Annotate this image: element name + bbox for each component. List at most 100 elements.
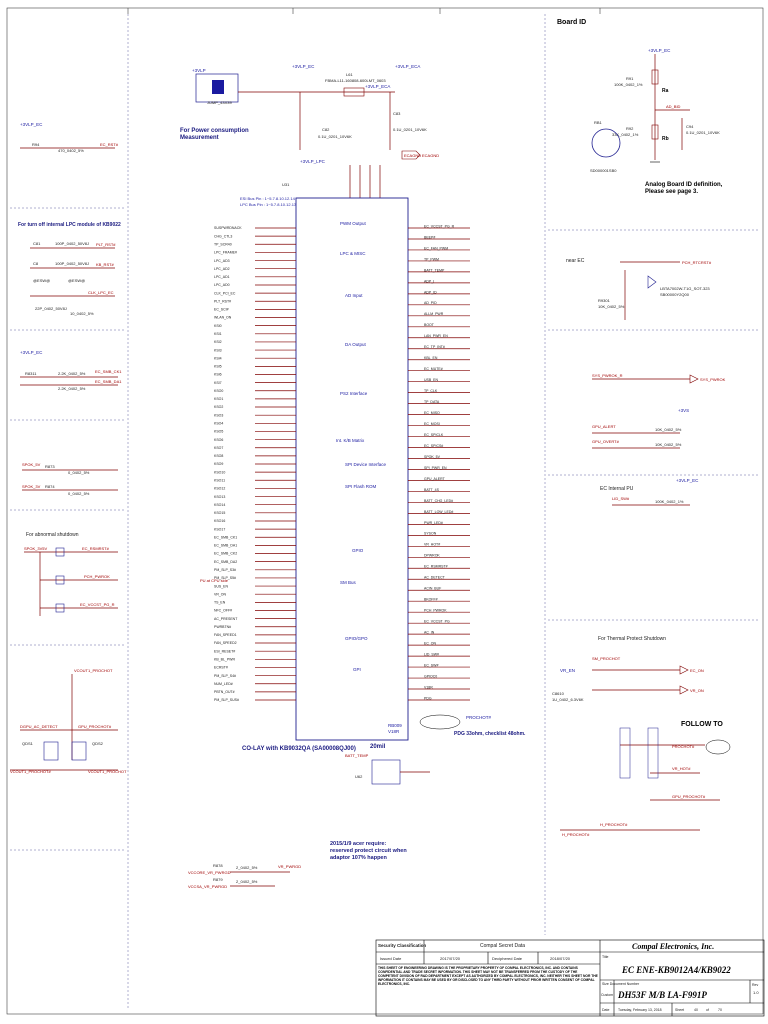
ic-left-pin-label: TS_EN <box>214 601 226 605</box>
ec-internal-note: EC Internal PU <box>600 486 634 492</box>
lpc-note: For turn off internal LPC module of KB90… <box>18 222 121 228</box>
ic-left-pin-label: LPC_AD3 <box>214 259 230 263</box>
svg-text:R8311: R8311 <box>25 371 37 376</box>
tb-company: Compal Electronics, Inc. <box>632 942 714 951</box>
svg-text:100K_0402_1%: 100K_0402_1% <box>655 499 684 504</box>
ic-right-pin-label: TP_DATA <box>424 400 440 404</box>
ic-right-pin-label: AC_IN <box>424 631 435 635</box>
tb-deciphered: 2018/07/20 <box>550 956 571 961</box>
tb-doc: DH53F M/B LA-F991P <box>617 990 707 1000</box>
ic-left-pin-label: KSO15 <box>214 511 225 515</box>
svg-text:C83: C83 <box>393 111 401 116</box>
prochot-label: PROCHOT# <box>672 744 695 749</box>
dgpu-ac-detect-label: DGPU_AC_DETECT <box>20 724 58 729</box>
near-ec-note: near EC <box>566 258 585 264</box>
vcout1-prochot-label: VCOUT1_PROCHOT# <box>10 769 51 774</box>
ic-left-pin-label: KSI7 <box>214 381 222 385</box>
svg-text:10K_0402_5%: 10K_0402_5% <box>598 304 625 309</box>
block-spi-flash: SPI Flash ROM <box>345 484 377 489</box>
mil-note: 20mil <box>370 744 386 750</box>
svg-text:R874: R874 <box>45 484 55 489</box>
ic-right-pin-label: SPOK_5V <box>424 455 441 459</box>
ic-right-pin-label: TP_PWM <box>424 257 439 261</box>
ic-left-pin-label: KSI4 <box>214 356 222 360</box>
resistor-ra <box>651 69 659 85</box>
block-ad-input: AD Input <box>345 293 363 298</box>
clk-lpc-label: CLK_LPC_EC <box>88 290 114 295</box>
svg-text:470_0402_5%: 470_0402_5% <box>58 148 84 153</box>
ic-left-pin-label: NFC_OFF# <box>214 609 232 613</box>
svg-text:R94: R94 <box>32 142 40 147</box>
ic-left-pin-label: EC_SMB_CK2 <box>214 552 237 556</box>
tb-sheet: 40 <box>694 1008 698 1012</box>
ic-left-pin-label: KSO0 <box>214 389 223 393</box>
block-gpi: GPI <box>353 667 361 672</box>
ic-right-pin-label: LAN_PWR_EN <box>424 334 448 338</box>
block-gpio-gpo: GPIO/GPO <box>345 636 368 641</box>
rb-label: Rb <box>662 136 669 142</box>
svg-text:+3VS: +3VS <box>678 408 689 413</box>
svg-text:KB_RST#: KB_RST# <box>96 262 115 267</box>
c94-value: 0.1U_0201_10V6K <box>686 130 720 135</box>
ic-right-pin-label: EC_SPICS# <box>424 444 443 448</box>
svg-text:RB1: RB1 <box>594 120 603 125</box>
ic-left-pin-label: SUSPWRDNACK <box>214 226 242 230</box>
ic-left-pin-label: FAN_SPEED2 <box>214 641 237 645</box>
ec-smb-da1-label: EC_SMB_DA1 <box>95 379 122 384</box>
svg-text:VCOUT1_PROCHOT: VCOUT1_PROCHOT <box>88 769 127 774</box>
ic-left-pin-label: PM_SLP_S3# <box>214 568 236 572</box>
h-prochot-label: H_PROCHOT# <box>562 832 590 837</box>
ic-left-pin-label: KSO7 <box>214 446 223 450</box>
ec-on-label: EC_ON <box>690 668 704 673</box>
ic-right-pin-label: EC_RSMRST# <box>424 565 448 569</box>
ic-right-pin-label: BATT_4S <box>424 488 440 492</box>
co-lay-note: CO-LAY with KB9032QA (SA00008QJ00) <box>242 746 356 752</box>
ic-left-pin-label: KSI1 <box>214 332 222 336</box>
svg-text:10K_0402_5%: 10K_0402_5% <box>655 427 682 432</box>
board-id-title: Board ID <box>557 19 586 26</box>
vr-hot-label: VR_HOT# <box>672 766 691 771</box>
svg-text:C8: C8 <box>33 261 39 266</box>
ic-right-pin-label: BATT_TEMP <box>424 268 445 272</box>
ic-left-pin-label: KSO6 <box>214 438 223 442</box>
sys-pwrok-label: SYS_PWROK <box>700 377 726 382</box>
svg-text:VR_EN: VR_EN <box>560 668 575 673</box>
svg-text:ECAGND: ECAGND <box>422 153 439 158</box>
ic-right-pin-label: BATT_CHG_LED# <box>424 499 453 503</box>
svg-text:0_0402_5%: 0_0402_5% <box>68 470 90 475</box>
svg-text:QDS2: QDS2 <box>92 741 104 746</box>
ic-left-pin-label: KSO12 <box>214 487 225 491</box>
ic-right-pin-label: GPIOC0 <box>424 674 437 678</box>
ic-right-pin-label: USB_EN <box>424 378 438 382</box>
ic-left-pin-label: KSO2 <box>214 405 223 409</box>
ic-right-pin-label: LID_SW# <box>424 652 439 656</box>
ic-right-pin-label: ACIN_BUF <box>424 587 441 591</box>
ic-right-pin-label: PWR_LED# <box>424 521 443 525</box>
tb-date-label: Date <box>602 1008 609 1012</box>
svg-text:2.2K_0402_5%: 2.2K_0402_5% <box>58 371 86 376</box>
ic-left-pin-label: PM_SLP_S4# <box>214 674 236 678</box>
svg-text:C81: C81 <box>33 241 41 246</box>
cpu-side-note: PU at CPU side <box>200 578 229 583</box>
ic-left-pin-label: LPC_AD1 <box>214 275 230 279</box>
ic-left-pins: SUSPWRDNACKCHG_CTL3TP_SCR40LPC_FRAME#LPC… <box>214 226 296 702</box>
svg-text:U62: U62 <box>355 774 363 779</box>
ec-rsmrst-label: EC_RSMRST# <box>82 546 110 551</box>
ic-left-pin-label: KSO13 <box>214 495 225 499</box>
tb-disclaimer: THIS SHEET OF ENGINEERING DRAWING IS THE… <box>378 966 598 986</box>
ic-right-pin-label: EC_MOSI <box>424 422 440 426</box>
pch-rtcrst-label: PCH_RTCRST# <box>682 260 712 265</box>
ic-left-pin-label: PM_SLP_SUS# <box>214 698 239 702</box>
svg-text:1U_0402_6.3V6K: 1U_0402_6.3V6K <box>552 697 584 702</box>
ec-smb-ck1-label: EC_SMB_CK1 <box>95 369 122 374</box>
svg-text:2_0402_5%: 2_0402_5% <box>236 879 258 884</box>
ec-rst-label: EC_RST# <box>100 142 119 147</box>
ic-left-pin-label: KB_BL_PWR <box>214 658 235 662</box>
svg-text:+3VLP_LPC: +3VLP_LPC <box>300 159 326 164</box>
tb-security: Security Classification <box>378 943 427 948</box>
ic-left-pin-label: PWRBTN# <box>214 625 231 629</box>
r92-value: 33K_0402_1% <box>612 132 639 137</box>
ic-left-pin-label: KSI2 <box>214 340 222 344</box>
ic-left-pin-label: KSO11 <box>214 478 225 482</box>
svg-text:@ESW@: @ESW@ <box>68 278 85 283</box>
